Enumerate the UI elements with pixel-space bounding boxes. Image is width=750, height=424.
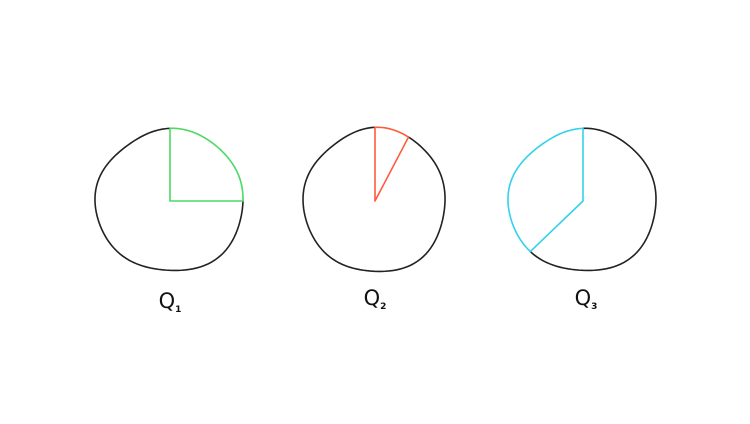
pie-outline-q2 [302, 126, 446, 273]
pie-outline-q1 [94, 127, 244, 272]
pie-highlight-sector-q1 [169, 127, 244, 202]
pie-label-q3: Q3 [575, 286, 598, 312]
pie-label-q1: Q1 [159, 289, 182, 315]
pie-outline-q3 [529, 127, 657, 272]
pie-label-q2: Q2 [364, 286, 387, 312]
pie-diagram-q3: Q3 [507, 127, 657, 312]
pie-diagram-q2: Q2 [302, 126, 446, 312]
pie-highlight-sector-q2 [374, 126, 410, 202]
pie-diagram-q1: Q1 [94, 127, 244, 315]
pie-highlight-sector-q3 [507, 127, 584, 253]
